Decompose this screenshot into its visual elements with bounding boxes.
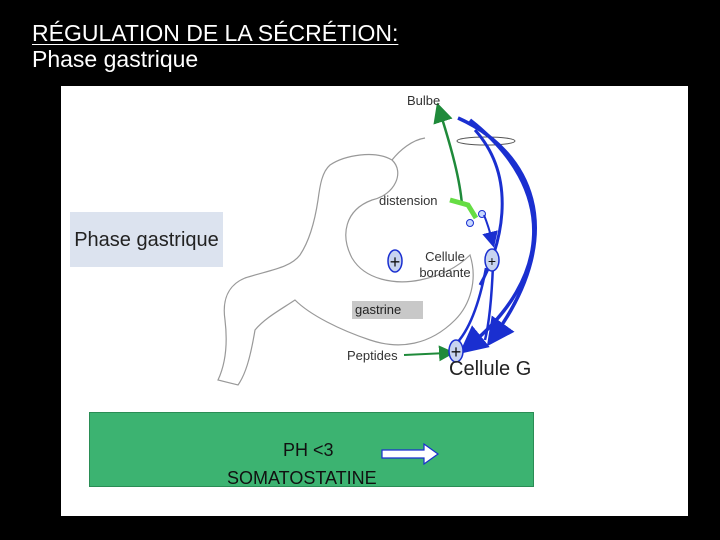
phase-gastrique-box: Phase gastrique (70, 212, 223, 267)
peptides-label: Peptides (347, 348, 398, 363)
svg-text:+: + (390, 252, 401, 272)
blue-line-g-to-bordante (483, 264, 495, 341)
bulbe-label: Bulbe (407, 93, 441, 108)
plus-marker-bordante-right: + (484, 248, 500, 272)
ph-label: PH <3 (283, 440, 334, 460)
ph-arrow-icon (381, 442, 440, 466)
slide-title: RÉGULATION DE LA SÉCRÉTION: Phase gastri… (32, 20, 398, 72)
esophagus (391, 137, 426, 161)
gastrine-label: gastrine (352, 301, 423, 319)
peptides-arrow (403, 345, 455, 362)
phase-label: Phase gastrique (74, 228, 219, 251)
node-1 (466, 219, 474, 227)
title-line-1: RÉGULATION DE LA SÉCRÉTION: (32, 20, 399, 46)
stomach-outline (217, 154, 474, 386)
gastrine-arrow (454, 267, 488, 346)
distension-label: distension (379, 193, 438, 208)
blue-arc-middle (459, 118, 536, 354)
svg-text:+: + (488, 253, 496, 269)
plus-marker-bordante: + (387, 249, 403, 273)
title-line-2: Phase gastrique (32, 46, 199, 72)
plus-marker-cellule-g: + (448, 339, 464, 363)
blue-arc-inner (473, 128, 504, 286)
distension-arrow (449, 197, 479, 220)
somatostatine-box (89, 412, 534, 487)
somatostatine-label: SOMATOSTATINE (227, 468, 377, 488)
small-blue-arrow (482, 214, 498, 248)
cellule-bordante-label: Cellule bordante (419, 249, 471, 280)
green-arrow-bulbe (433, 102, 464, 206)
cellule-g-label: Cellule G (449, 358, 532, 380)
svg-text:+: + (451, 342, 462, 362)
